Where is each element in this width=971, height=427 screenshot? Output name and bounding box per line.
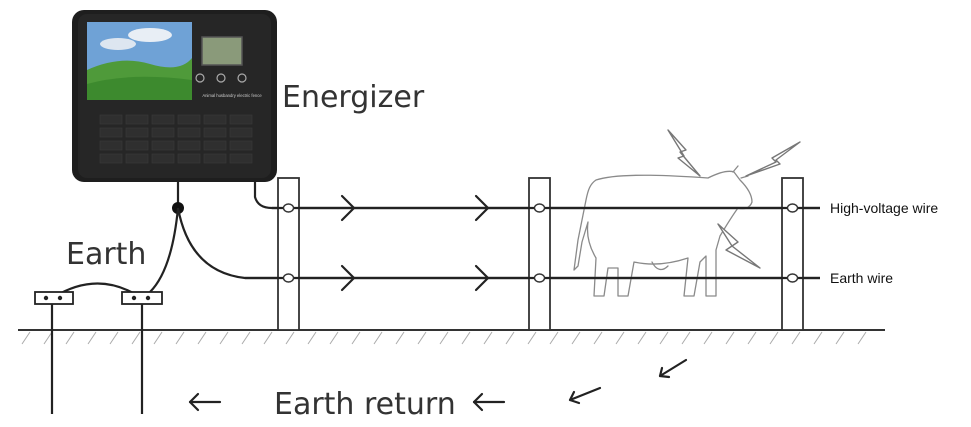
fence-post-2 [528,177,551,331]
bolt-icon [745,141,801,177]
earth-arrow-2 [474,264,490,292]
left-arrow-icon [188,392,222,412]
cow-sketch [573,165,753,297]
ground-rod-clamp-left [34,291,74,305]
device-lcd [201,36,243,66]
bolt-icon [667,129,701,177]
device-button-left [195,73,205,83]
ground [18,329,885,345]
label-high-voltage-wire: High-voltage wire [830,200,938,216]
energizer-device: Animal husbandry electric fence [72,10,277,182]
diagonal-arrow-icon [658,358,688,379]
earth-return-arrows [188,358,688,412]
fence-posts [277,177,804,331]
hv-arrow-2 [474,194,490,222]
fence-post-3 [781,177,804,331]
wiring [34,182,820,414]
ground-rod-clamp-right [121,291,163,305]
earth-arrow-1 [340,264,356,292]
label-earth-return: Earth return [274,387,456,422]
device-button-right [237,73,247,83]
device-button-middle [216,73,226,83]
left-arrow-icon [472,392,506,412]
current-arrows [340,194,490,292]
device-panel-text: Animal husbandry electric fence [202,93,262,98]
label-earth-wire: Earth wire [830,270,893,286]
diagonal-arrow-icon [568,386,602,405]
device-landscape-image [87,22,192,100]
bolt-icon [717,223,761,269]
label-energizer: Energizer [282,80,425,115]
hv-arrow-1 [340,194,356,222]
shock-bolts [667,129,801,269]
fence-post-1 [277,177,300,331]
device-grille [99,114,253,164]
label-earth: Earth [66,237,146,272]
fence-wires [245,203,820,283]
